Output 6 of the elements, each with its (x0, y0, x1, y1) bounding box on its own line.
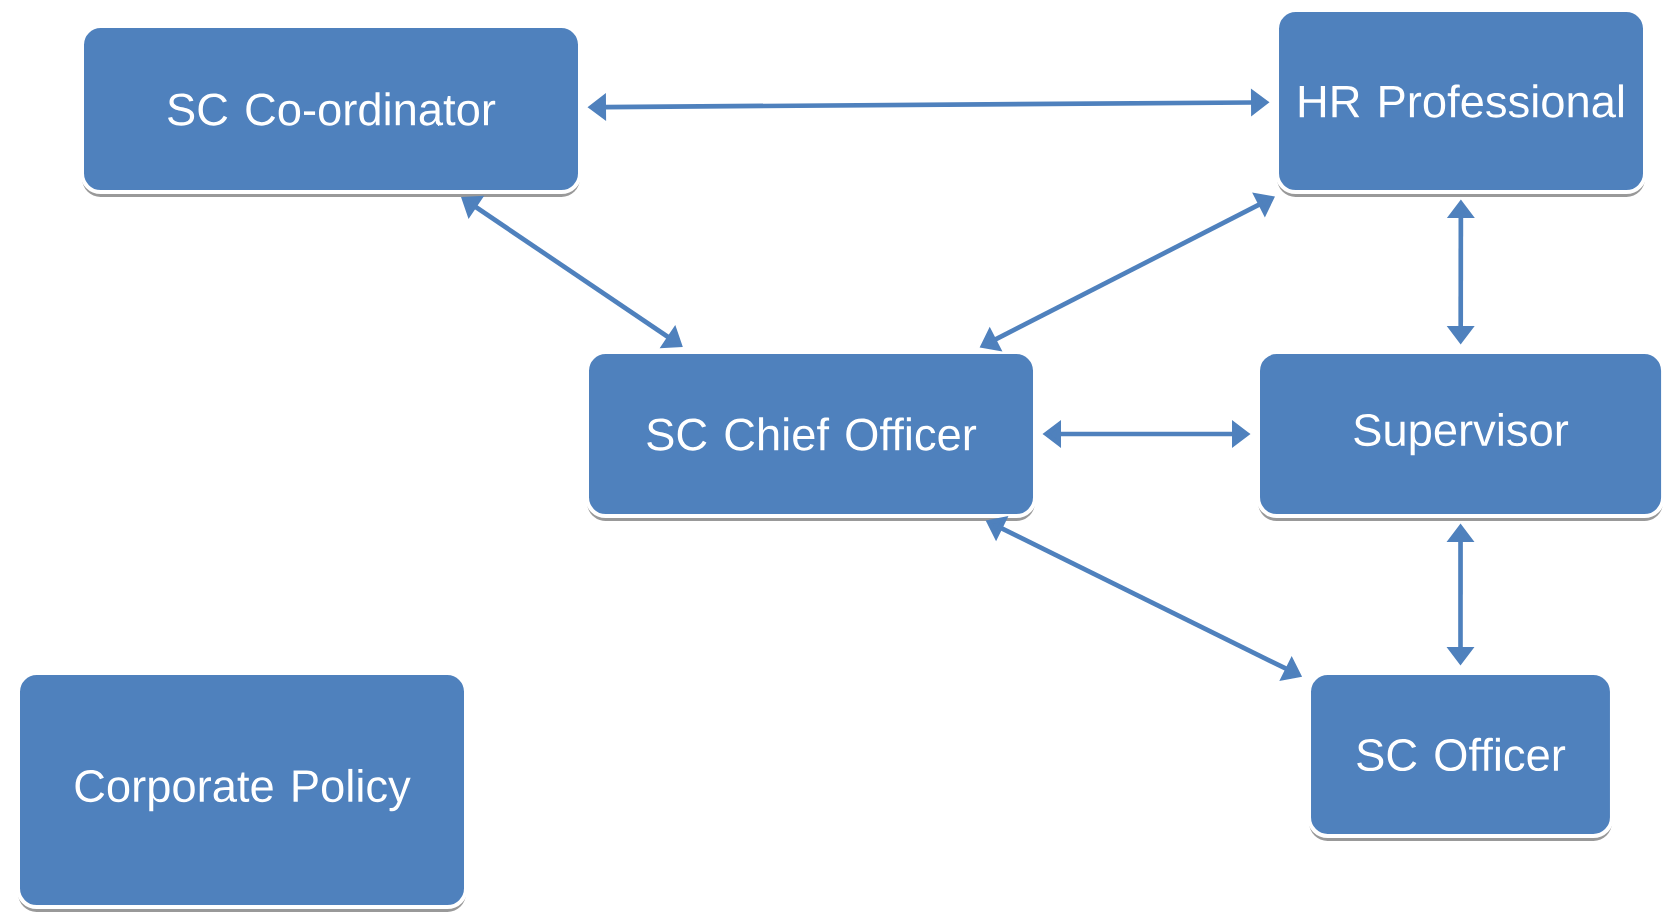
process-box: SC Co-ordinator (80, 24, 582, 197)
process-box: SC Chief Officer (585, 350, 1037, 521)
process-box: Supervisor (1256, 350, 1666, 521)
process-box: HR Professional (1275, 8, 1647, 197)
process-box: Corporate Policy (16, 671, 468, 912)
process-box: SC Officer (1307, 671, 1614, 841)
